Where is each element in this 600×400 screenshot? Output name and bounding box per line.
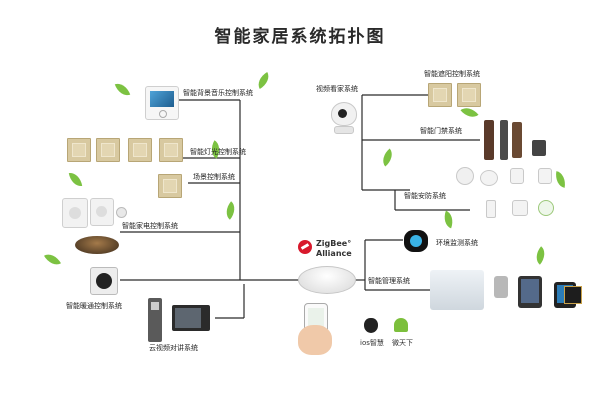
intercom-monitor-icon — [172, 305, 210, 331]
label-video-intercom: 云视频对讲系统 — [149, 345, 198, 352]
light-switch-icon — [128, 138, 152, 162]
label-hvac-control: 智能暖通控制系统 — [66, 303, 122, 310]
smart-socket-icon — [90, 198, 114, 226]
light-switch-icon — [67, 138, 91, 162]
control-screen-icon — [518, 276, 542, 308]
label-video-home-watch: 视频看家系统 — [316, 86, 358, 93]
air-monitor-icon — [404, 230, 428, 252]
door-lock-icon — [512, 122, 522, 158]
sensor-icon — [512, 200, 528, 216]
intercom-outdoor-icon — [148, 298, 162, 342]
label-lighting-control: 智能灯光控制系统 — [190, 149, 246, 156]
alliance-label: Alliance — [316, 250, 352, 258]
label-environment-monitor: 环境监测系统 — [436, 240, 478, 247]
sensor-icon — [510, 168, 524, 184]
gateway-icon — [298, 266, 356, 294]
camera-icon — [330, 102, 356, 132]
smoke-detector-icon — [480, 170, 498, 186]
label-security-system: 智能安防系统 — [404, 193, 446, 200]
label-scene-control: 场景控制系统 — [193, 174, 235, 181]
motion-sensor-icon — [456, 167, 474, 185]
light-switch-icon — [159, 138, 183, 162]
thermostat-icon — [90, 267, 118, 295]
card-reader-icon — [532, 140, 546, 156]
shade-switch-icon — [457, 83, 481, 107]
label-appliance-control: 智能家电控制系统 — [122, 223, 178, 230]
android-app-label: 微天下 — [392, 340, 413, 347]
door-lock-icon — [500, 120, 508, 160]
shade-switch-icon — [428, 83, 452, 107]
scene-switch-icon — [158, 174, 182, 198]
door-lock-icon — [484, 120, 494, 160]
apple-logo-icon — [364, 318, 378, 333]
bathroom-device-icon — [430, 270, 484, 310]
alarm-button-icon — [538, 200, 554, 216]
smart-speaker-icon — [494, 276, 508, 298]
label-background-music: 智能背景音乐控制系统 — [183, 90, 253, 97]
label-shade-control: 智能遮阳控制系统 — [424, 71, 480, 78]
android-logo-icon — [394, 318, 408, 332]
wall-switch-icon — [564, 286, 582, 304]
label-access-control: 智能门禁系统 — [420, 128, 462, 135]
smart-socket-icon — [62, 198, 88, 228]
ios-app-label: ios智慧 — [360, 340, 384, 347]
sensor-icon — [538, 168, 552, 184]
label-smart-management: 智能管理系统 — [368, 278, 410, 285]
zigbee-label: ZigBee° — [316, 240, 351, 248]
appliance-hub-icon — [75, 236, 119, 254]
sensor-dot-icon — [116, 207, 127, 218]
music-panel-icon — [145, 86, 179, 120]
zigbee-logo-icon — [298, 240, 312, 254]
light-switch-icon — [96, 138, 120, 162]
phone-app-icon — [298, 303, 338, 359]
door-sensor-icon — [486, 200, 496, 218]
